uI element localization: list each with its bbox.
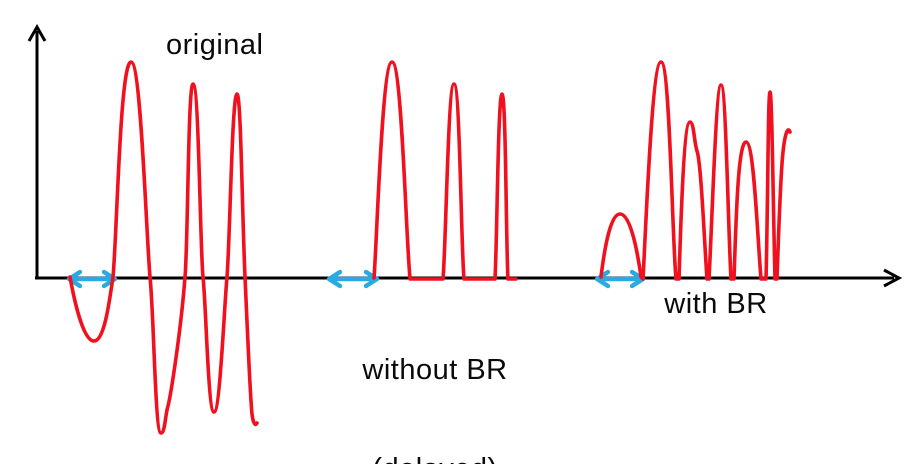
y-axis <box>27 23 47 278</box>
label-original: original <box>166 29 264 61</box>
label-with-br: with BR <box>664 288 768 320</box>
label-without-br: without BR (delayed) <box>335 288 535 464</box>
arrow-right-icon <box>883 268 903 288</box>
delay-double-arrow-icon-with-br <box>594 269 646 289</box>
label-without-br-line1: without BR <box>362 354 508 386</box>
delay-double-arrow-icon-without-br <box>326 269 380 289</box>
label-without-br-line2: (delayed) <box>335 453 535 464</box>
waveform-original <box>68 60 259 435</box>
waveform-with-br <box>599 60 792 281</box>
waveforms <box>68 60 792 435</box>
waveform-without-br-delayed <box>372 60 518 281</box>
arrow-up-icon <box>27 23 47 42</box>
delay-double-arrow-icon-original <box>66 269 118 289</box>
